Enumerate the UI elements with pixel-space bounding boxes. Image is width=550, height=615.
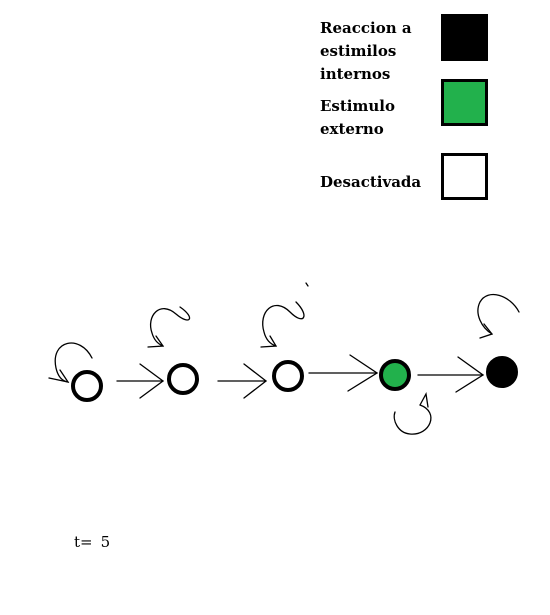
self-loop-arrow [54, 342, 93, 383]
self-loop-arrowhead [479, 323, 494, 339]
node-5 [486, 356, 518, 388]
legend-label-internal: Reaccion a estimilos internos [320, 19, 412, 83]
stray-mark [305, 282, 309, 287]
self-loop-arrow [150, 306, 191, 347]
time-readout: t= 5 [74, 533, 118, 551]
legend-swatch-off [441, 153, 488, 200]
legend-label-external: Estimulo externo [320, 97, 395, 138]
legend-label-off: Desactivada [320, 173, 422, 191]
transition-arrowhead [243, 363, 268, 399]
legend-swatch-external [441, 79, 488, 126]
self-loop-arrowhead [48, 369, 70, 383]
self-loop-arrow [477, 293, 520, 335]
transition-arrowhead [347, 354, 379, 392]
self-loop-arrowhead [147, 335, 165, 348]
self-loop-arrowhead [419, 392, 429, 408]
node-3 [272, 360, 304, 392]
self-loop-arrow [262, 301, 305, 347]
transition-arrowhead [455, 356, 485, 393]
node-2 [167, 363, 199, 395]
legend-swatch-internal [441, 14, 488, 61]
self-loop-arrow [393, 404, 432, 435]
node-4 [379, 359, 411, 391]
time-label: t= [74, 533, 93, 551]
self-loop-arrowhead [260, 335, 278, 348]
time-value: 5 [100, 533, 111, 551]
node-1 [71, 370, 103, 402]
transition-arrowhead [139, 363, 165, 399]
